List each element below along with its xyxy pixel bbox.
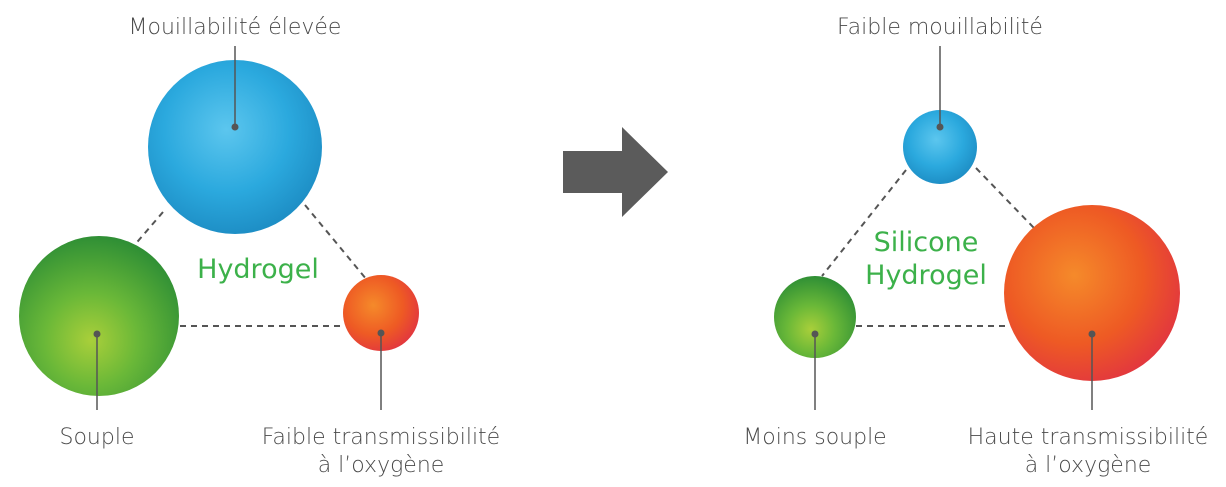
wettability-circle-large <box>148 60 322 234</box>
hydrogel-right-label: Faible transmissibilité à l’oxygène <box>240 424 522 480</box>
silicone-hydrogel-title: Silicone Hydrogel <box>846 226 1006 292</box>
connector-top-left <box>821 169 907 277</box>
leader-top-dot <box>231 123 239 131</box>
wettability-circle-small <box>903 110 977 184</box>
silicone-right-label-line2: à l’oxygène <box>1024 453 1152 478</box>
silicone-hydrogel-diagram <box>774 46 1180 410</box>
hydrogel-top-label: Mouillabilité élevée <box>128 15 342 40</box>
oxygen-circle-small <box>343 275 419 351</box>
softness-circle-small <box>774 276 856 358</box>
leader-right-dot <box>377 329 385 337</box>
leader-right-dot <box>1088 330 1096 338</box>
oxygen-circle-large <box>1004 205 1180 381</box>
hydrogel-left-label: Souple <box>59 425 135 450</box>
leader-left-dot <box>93 330 101 338</box>
silicone-title-line2: Hydrogel <box>865 260 987 291</box>
silicone-right-label-line1: Haute transmissibilité <box>967 425 1209 450</box>
arrow-right-icon <box>563 127 668 217</box>
silicone-right-label: Haute transmissibilité à l’oxygène <box>955 424 1221 480</box>
hydrogel-diagram <box>19 46 419 410</box>
connector-top-right <box>304 204 368 281</box>
hydrogel-right-label-line2: à l’oxygène <box>317 453 445 478</box>
silicone-title-line1: Silicone <box>873 227 979 258</box>
hydrogel-title: Hydrogel <box>178 253 338 286</box>
leader-top-dot <box>936 123 944 131</box>
silicone-left-label: Moins souple <box>743 425 887 450</box>
hydrogel-title-text: Hydrogel <box>197 254 319 285</box>
hydrogel-right-label-line1: Faible transmissibilité <box>261 425 501 450</box>
silicone-top-label: Faible mouillabilité <box>837 15 1043 40</box>
leader-left-dot <box>811 330 819 338</box>
softness-circle-large <box>19 236 179 396</box>
connector-top-right <box>975 167 1035 229</box>
